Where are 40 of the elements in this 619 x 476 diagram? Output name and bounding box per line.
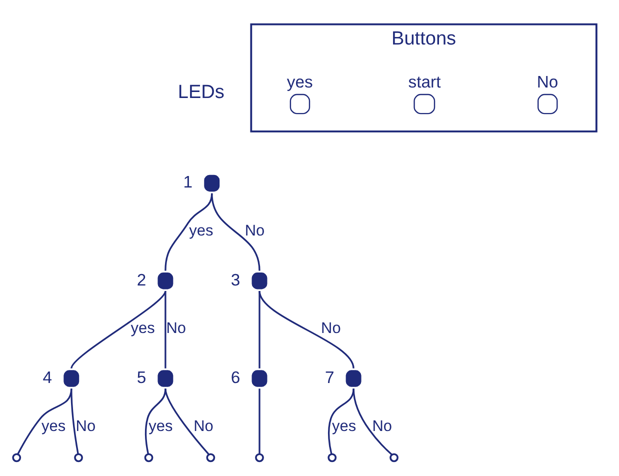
connector [352, 388, 392, 456]
node-label: No [536, 72, 558, 92]
edge-label: yes [189, 222, 214, 240]
connector [70, 290, 166, 369]
edge-label: yes [130, 320, 155, 338]
label: LEDs [178, 82, 224, 103]
node-circle [12, 453, 22, 462]
edge-label: No [372, 418, 392, 435]
connector [258, 290, 354, 369]
edge-label: yes [148, 418, 173, 435]
node-circle [390, 453, 398, 462]
node-circle [255, 453, 264, 462]
edge-label: No [76, 418, 96, 435]
connector [145, 388, 166, 454]
connector [164, 388, 210, 455]
connector [258, 388, 260, 454]
edge-label: yes [332, 418, 356, 435]
node-label: yes [286, 72, 313, 92]
node-label: 3 [230, 270, 240, 290]
connector [70, 388, 79, 454]
node-circle [328, 453, 337, 462]
node-label: start [408, 72, 441, 92]
edge-label: yes [41, 418, 66, 435]
edge-label: No [194, 418, 214, 435]
node-circle [206, 453, 216, 462]
connector [211, 193, 260, 271]
node-circle [144, 453, 154, 462]
node-label: 2 [136, 270, 146, 290]
edge-label: No [321, 320, 341, 338]
edge-label: No [244, 222, 265, 240]
node-label: 7 [324, 368, 334, 387]
node-label: 1 [183, 172, 193, 192]
connector [258, 290, 260, 368]
connector [328, 388, 354, 454]
connector [164, 290, 166, 368]
node-label: 6 [230, 368, 240, 387]
node-label: 5 [136, 368, 146, 387]
edge-label: No [166, 320, 186, 338]
node-circle [74, 453, 83, 462]
node-label: 4 [42, 368, 52, 387]
